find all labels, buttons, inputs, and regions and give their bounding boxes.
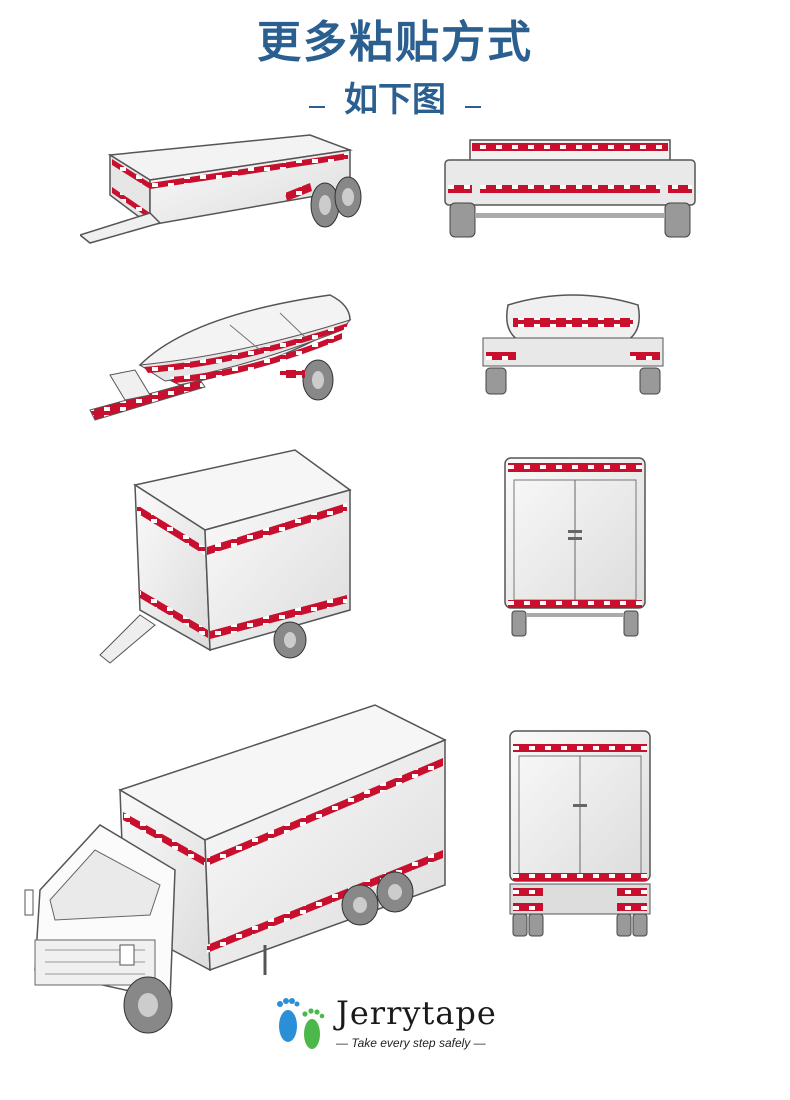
box-trailer-rear-illustration xyxy=(504,457,646,637)
page-subtitle: 如下图 xyxy=(344,80,446,120)
subtitle-dash-right xyxy=(465,105,482,108)
boat-trailer-rear-illustration xyxy=(482,294,664,395)
footprints-icon xyxy=(277,998,325,1049)
flat-trailer-side-illustration xyxy=(80,134,362,244)
subtitle-row: 如下图 xyxy=(0,72,790,121)
flat-trailer-rear-illustration xyxy=(444,139,696,238)
box-truck-rear-illustration xyxy=(509,730,651,937)
boat-trailer-side-illustration xyxy=(89,294,352,421)
page-title: 更多粘贴方式 xyxy=(257,17,533,68)
box-trailer-side-illustration xyxy=(99,449,352,664)
box-truck-side-illustration xyxy=(24,704,447,1034)
brand-name: Jerrytape xyxy=(336,994,497,1032)
subtitle-dash-left xyxy=(308,105,325,108)
brand-slogan: — Take every step safely — xyxy=(336,1036,486,1050)
brand-logo: Jerrytape — Take every step safely — xyxy=(270,990,550,1060)
